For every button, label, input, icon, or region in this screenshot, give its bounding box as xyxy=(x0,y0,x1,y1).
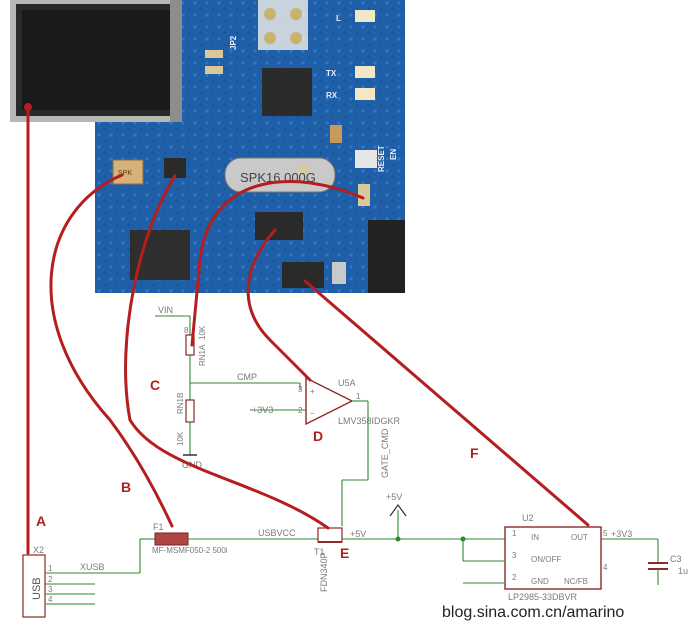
jp2-header xyxy=(258,0,308,50)
board-photo: JP2 L TX RX SPK16.000G SPK RESET EN xyxy=(0,0,405,293)
callout-f: F xyxy=(470,445,479,461)
callout-b: B xyxy=(121,479,131,495)
c3-value: 1u xyxy=(678,566,688,576)
u5a-opamp-symbol xyxy=(305,376,354,426)
u2-label: U2 xyxy=(522,513,534,523)
x2-pin-2: 2 xyxy=(48,575,53,584)
u2-n3: 3 xyxy=(512,551,517,560)
f1-part: MF-MSMF050-2 500i xyxy=(152,546,228,555)
opamp-chip xyxy=(255,212,303,240)
callout-line-d xyxy=(246,228,312,382)
t1-mosfet-symbol xyxy=(317,527,343,543)
rn1a-label: RN1A xyxy=(198,344,207,366)
rn1b-resistor xyxy=(185,399,195,423)
schematic: VIN 8 RN1A 10K CMP 10K RN1B GND U5A LMV3… xyxy=(22,305,688,618)
led-rx xyxy=(355,88,375,100)
c3-label: C3 xyxy=(670,554,682,564)
v3v3-right-label: +3V3 xyxy=(611,529,632,539)
led-tx-label: TX xyxy=(326,69,337,78)
x2-usb-connector xyxy=(22,554,46,618)
u2-pin-in: IN xyxy=(531,533,539,542)
callout-d: D xyxy=(313,428,323,444)
led-rx-label: RX xyxy=(326,91,338,100)
x2-pin-3: 3 xyxy=(48,585,53,594)
led-tx xyxy=(355,66,375,78)
annotation-lines xyxy=(24,103,590,555)
usbvcc-label: USBVCC xyxy=(258,528,296,538)
u2-n2: 2 xyxy=(512,573,517,582)
callout-line-c-rn xyxy=(190,180,365,347)
u2-pin-out: OUT xyxy=(571,533,588,542)
polyfuse-label: SPK xyxy=(118,170,132,177)
v3v3-left-label: +3V3 xyxy=(252,405,273,415)
u5a-pin-out: 1 xyxy=(356,392,361,401)
gate-cmd-label: GATE_CMD xyxy=(380,428,390,478)
f1-label: F1 xyxy=(153,522,164,532)
x2-label: X2 xyxy=(33,545,44,555)
u5a-part: LMV358IDGKR xyxy=(338,416,401,426)
callout-a: A xyxy=(36,513,46,529)
v5-net-label: +5V xyxy=(350,529,366,539)
led-l-label: L xyxy=(336,14,341,23)
en-silk: EN xyxy=(389,149,398,160)
v5-top-label: +5V xyxy=(386,492,402,502)
x2-pin-1: 1 xyxy=(48,564,53,573)
callout-line-f xyxy=(303,279,590,527)
f1-fuse xyxy=(154,532,189,546)
vin-net-label: VIN xyxy=(158,305,173,315)
u2-part: LP2985-33DBVR xyxy=(508,592,578,602)
t1-part: FDN340P xyxy=(319,552,329,592)
polyfuse-component xyxy=(112,159,144,185)
rn1a-pin-top: 8 xyxy=(184,326,189,335)
u5a-label: U5A xyxy=(338,378,356,388)
callout-line-b xyxy=(49,173,174,528)
reset-silk: RESET xyxy=(377,145,386,172)
rn1b-label: RN1B xyxy=(176,393,185,414)
xusb-label: XUSB xyxy=(80,562,105,572)
u2-pin-onoff: ON/OFF xyxy=(531,555,561,564)
rn1a-value: 10K xyxy=(198,325,207,340)
led-l xyxy=(355,10,375,22)
reset-jumper xyxy=(355,150,377,168)
power-regulator xyxy=(130,230,190,280)
u2-n1: 1 xyxy=(512,529,517,538)
u2-regulator-symbol xyxy=(504,526,602,590)
u5a-pin-plus: 3 xyxy=(298,385,303,394)
jp2-silk: JP2 xyxy=(229,35,238,50)
rn1b-value: 10K xyxy=(176,431,185,446)
callout-e: E xyxy=(340,545,349,561)
u2-n4: 4 xyxy=(603,563,608,572)
callout-line-c xyxy=(124,174,330,530)
watermark: blog.sina.com.cn/amarino xyxy=(442,604,624,621)
u2-pin-gnd: GND xyxy=(531,577,549,586)
svg-text:−: − xyxy=(310,409,315,418)
cmp-net-label: CMP xyxy=(237,372,257,382)
mosfet-component xyxy=(164,158,186,178)
svg-text:+: + xyxy=(310,387,315,396)
dc-jack xyxy=(368,220,405,293)
atmega-chip xyxy=(262,68,312,116)
x2-pin-4: 4 xyxy=(48,595,53,604)
regulator-chip xyxy=(282,262,324,288)
callout-c: C xyxy=(150,377,160,393)
v5-supply-arrow xyxy=(389,503,407,517)
u2-n5: 5 xyxy=(603,529,608,538)
t1-label: T1 xyxy=(314,547,325,557)
u2-pin-ncfb: NC/FB xyxy=(564,577,588,586)
x2-usb-text: USB xyxy=(31,577,43,600)
